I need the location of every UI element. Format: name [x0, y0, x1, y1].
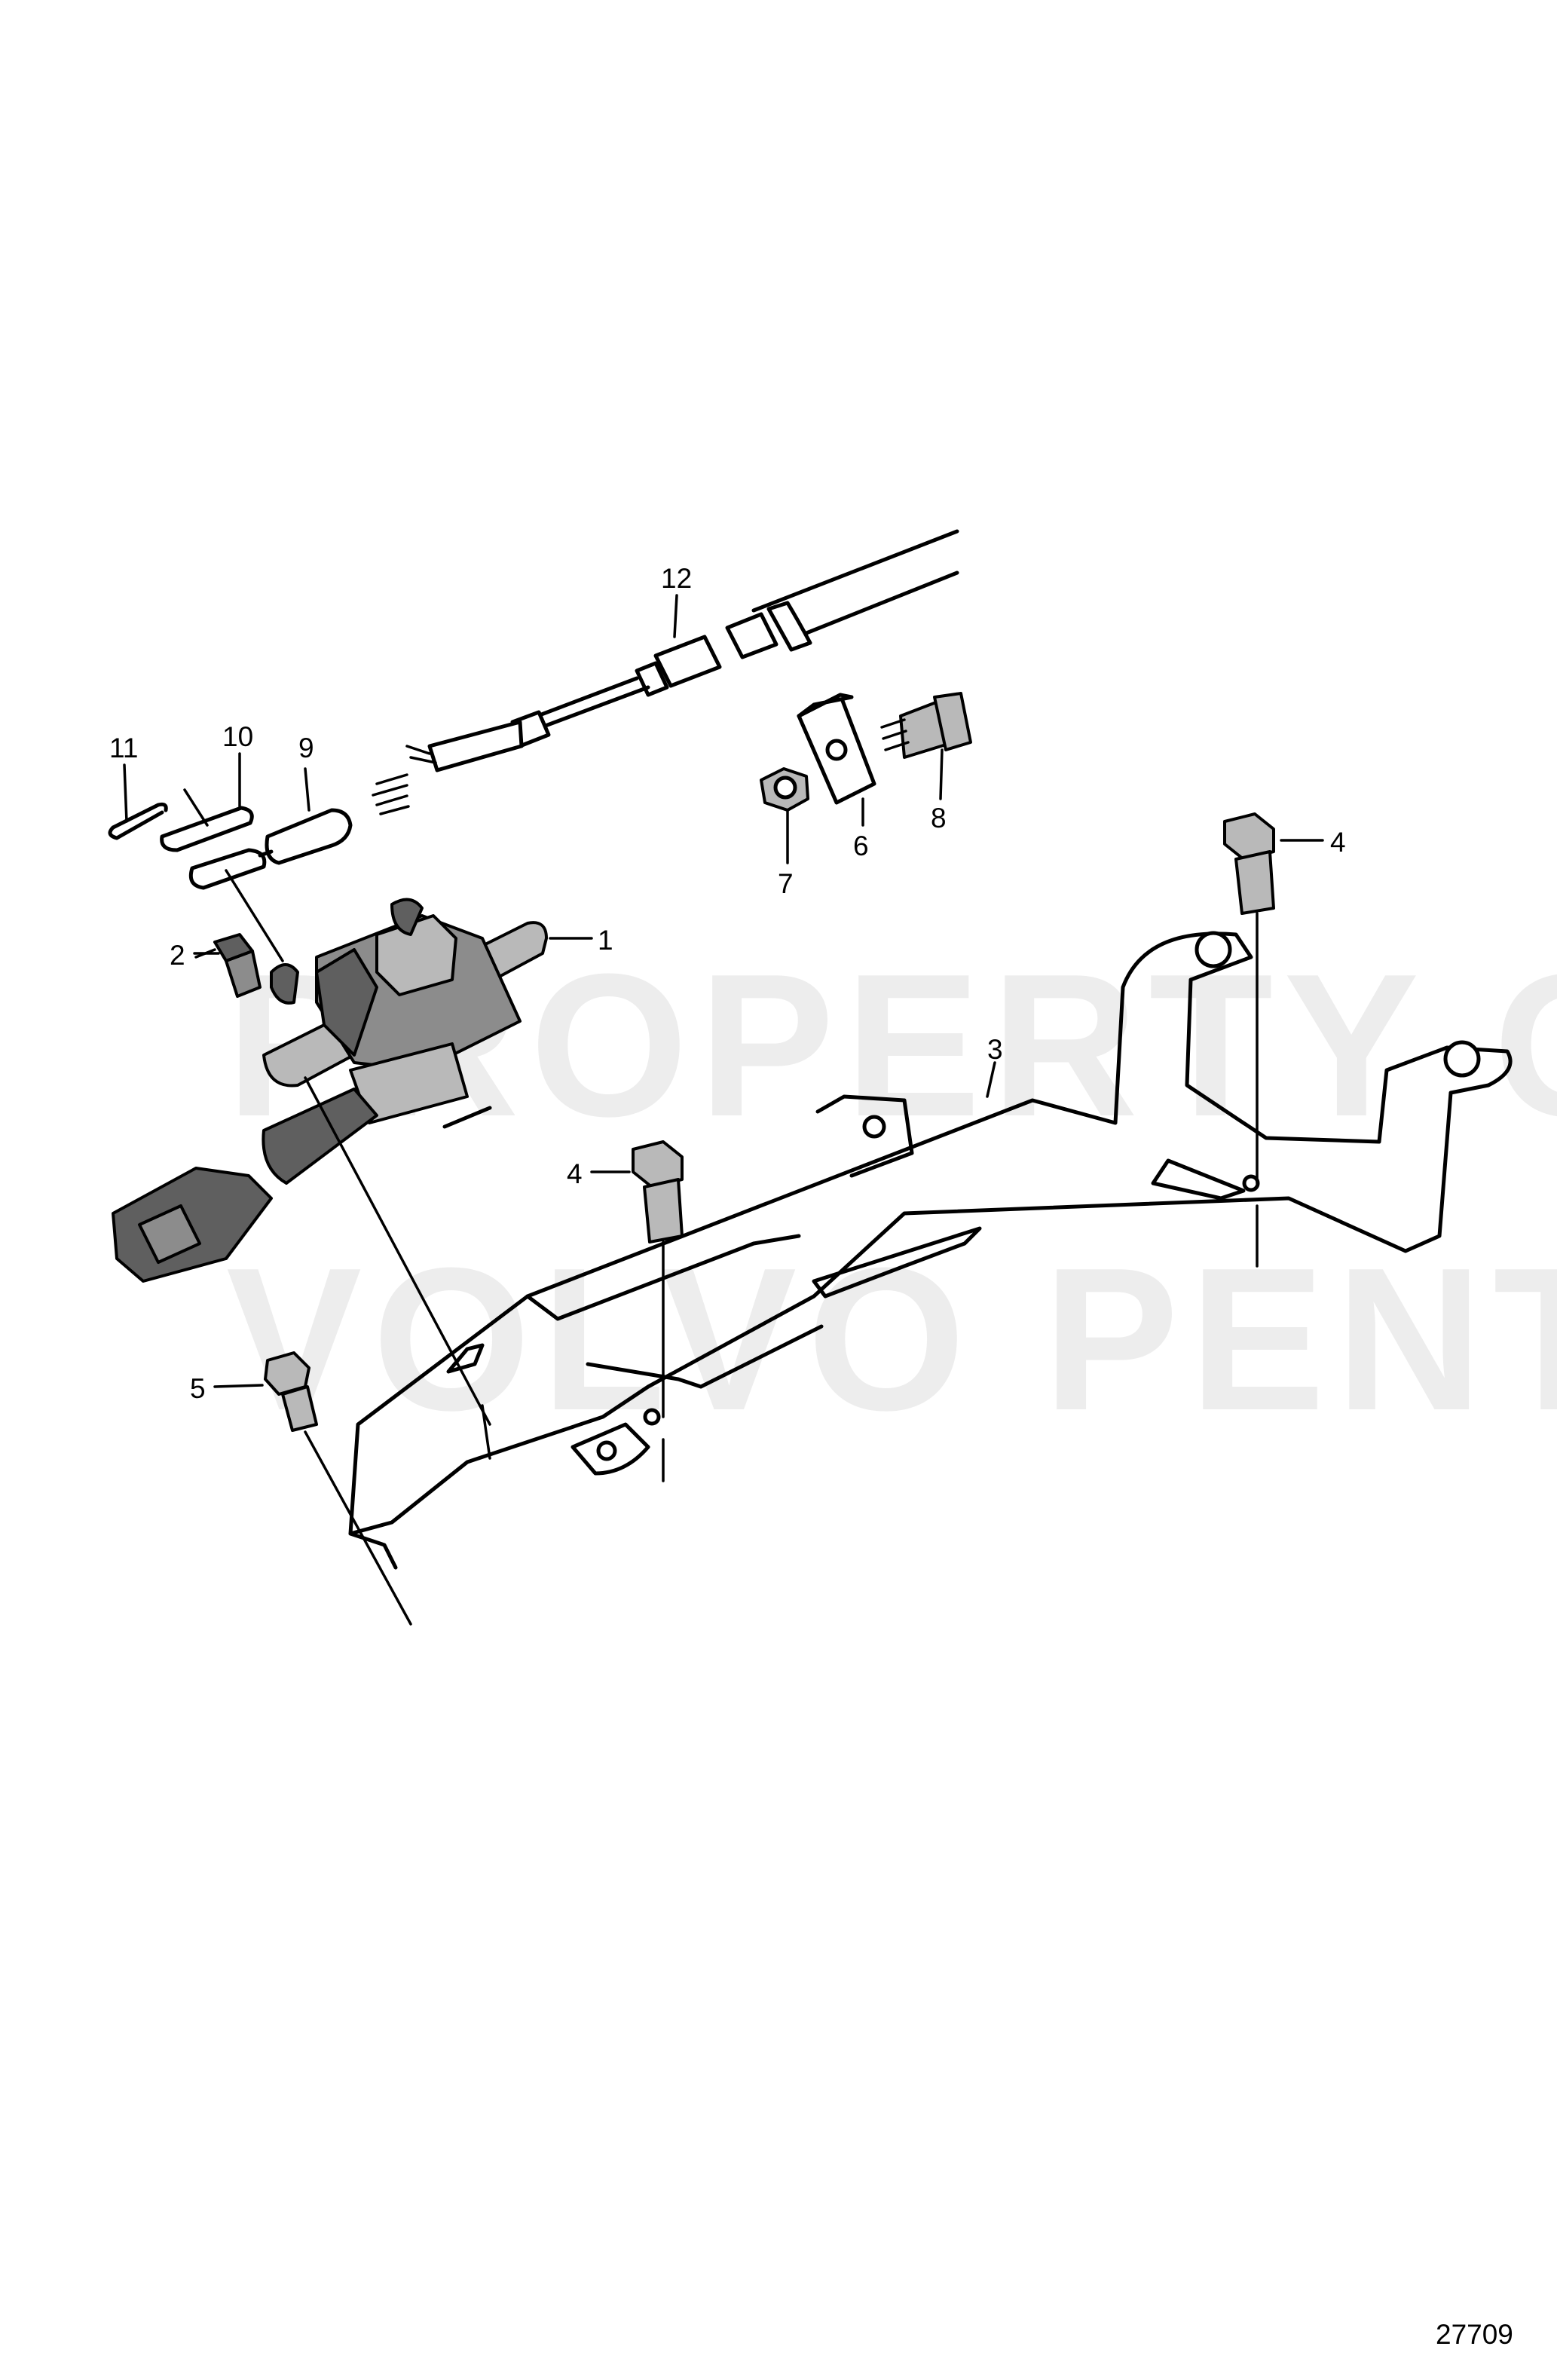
watermark: PROPERTY OF VOLVO PENTA	[226, 932, 1557, 1453]
alignment-lines	[225, 869, 491, 1460]
washer	[160, 788, 254, 852]
actuator	[112, 898, 548, 1283]
callout-leaders	[123, 594, 1324, 1388]
cable-fork-end	[188, 808, 353, 890]
bolt-5	[264, 1351, 412, 1626]
bolt-4-left	[632, 1140, 684, 1482]
bracket	[348, 931, 1513, 1570]
callout-10: 10	[222, 721, 253, 752]
callout-labels: 1 2 3 4 4 5 6 7 8 9 10 11 12	[109, 563, 1346, 1404]
callout-6: 6	[853, 831, 869, 861]
bolt-8	[880, 692, 972, 759]
callout-8: 8	[931, 803, 947, 834]
reference-number: 27709	[1436, 2319, 1513, 2350]
callout-11: 11	[109, 733, 138, 763]
callout-4-right: 4	[1330, 827, 1346, 858]
callout-7: 7	[778, 868, 794, 899]
bolt-4-right	[1223, 812, 1275, 1268]
callout-12: 12	[661, 563, 692, 594]
clamp	[797, 693, 876, 805]
callout-5: 5	[190, 1373, 206, 1404]
control-cable	[372, 529, 959, 815]
callout-1: 1	[598, 925, 613, 956]
callout-4-left: 4	[567, 1158, 583, 1189]
cotter-pin	[108, 802, 168, 840]
callout-9: 9	[298, 733, 314, 763]
screw-2	[194, 933, 262, 998]
watermark-line-2: VOLVO PENTA	[226, 1226, 1557, 1453]
callout-2: 2	[170, 940, 185, 971]
callout-3: 3	[987, 1034, 1003, 1065]
nut	[760, 767, 809, 812]
